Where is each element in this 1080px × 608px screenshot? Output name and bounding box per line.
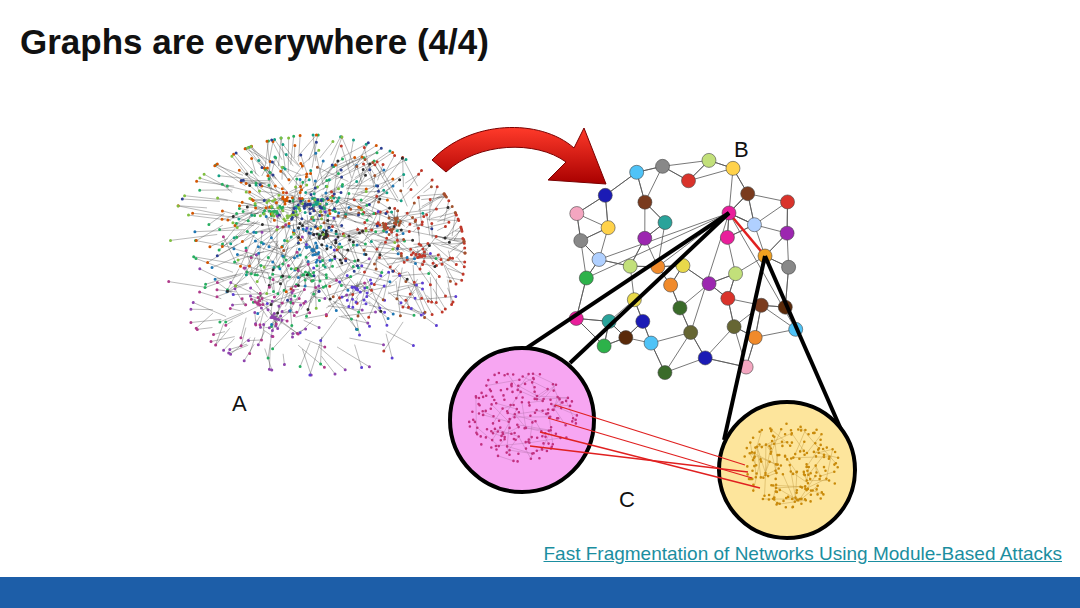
source-link: Fast Fragmentation of Networks Using Mod… — [543, 543, 1062, 565]
inter-module-links — [530, 405, 760, 488]
module-zoom — [450, 348, 594, 492]
footer-bar — [0, 577, 1080, 608]
panel-label: C — [619, 487, 635, 513]
panel-label: B — [734, 137, 749, 163]
large-network — [167, 134, 466, 377]
slide-title: Graphs are everywhere (4/4) — [20, 22, 489, 62]
panel-label: A — [232, 391, 247, 417]
module-zoom — [719, 402, 855, 538]
module-members — [468, 372, 840, 509]
transition-arrow — [432, 127, 606, 184]
